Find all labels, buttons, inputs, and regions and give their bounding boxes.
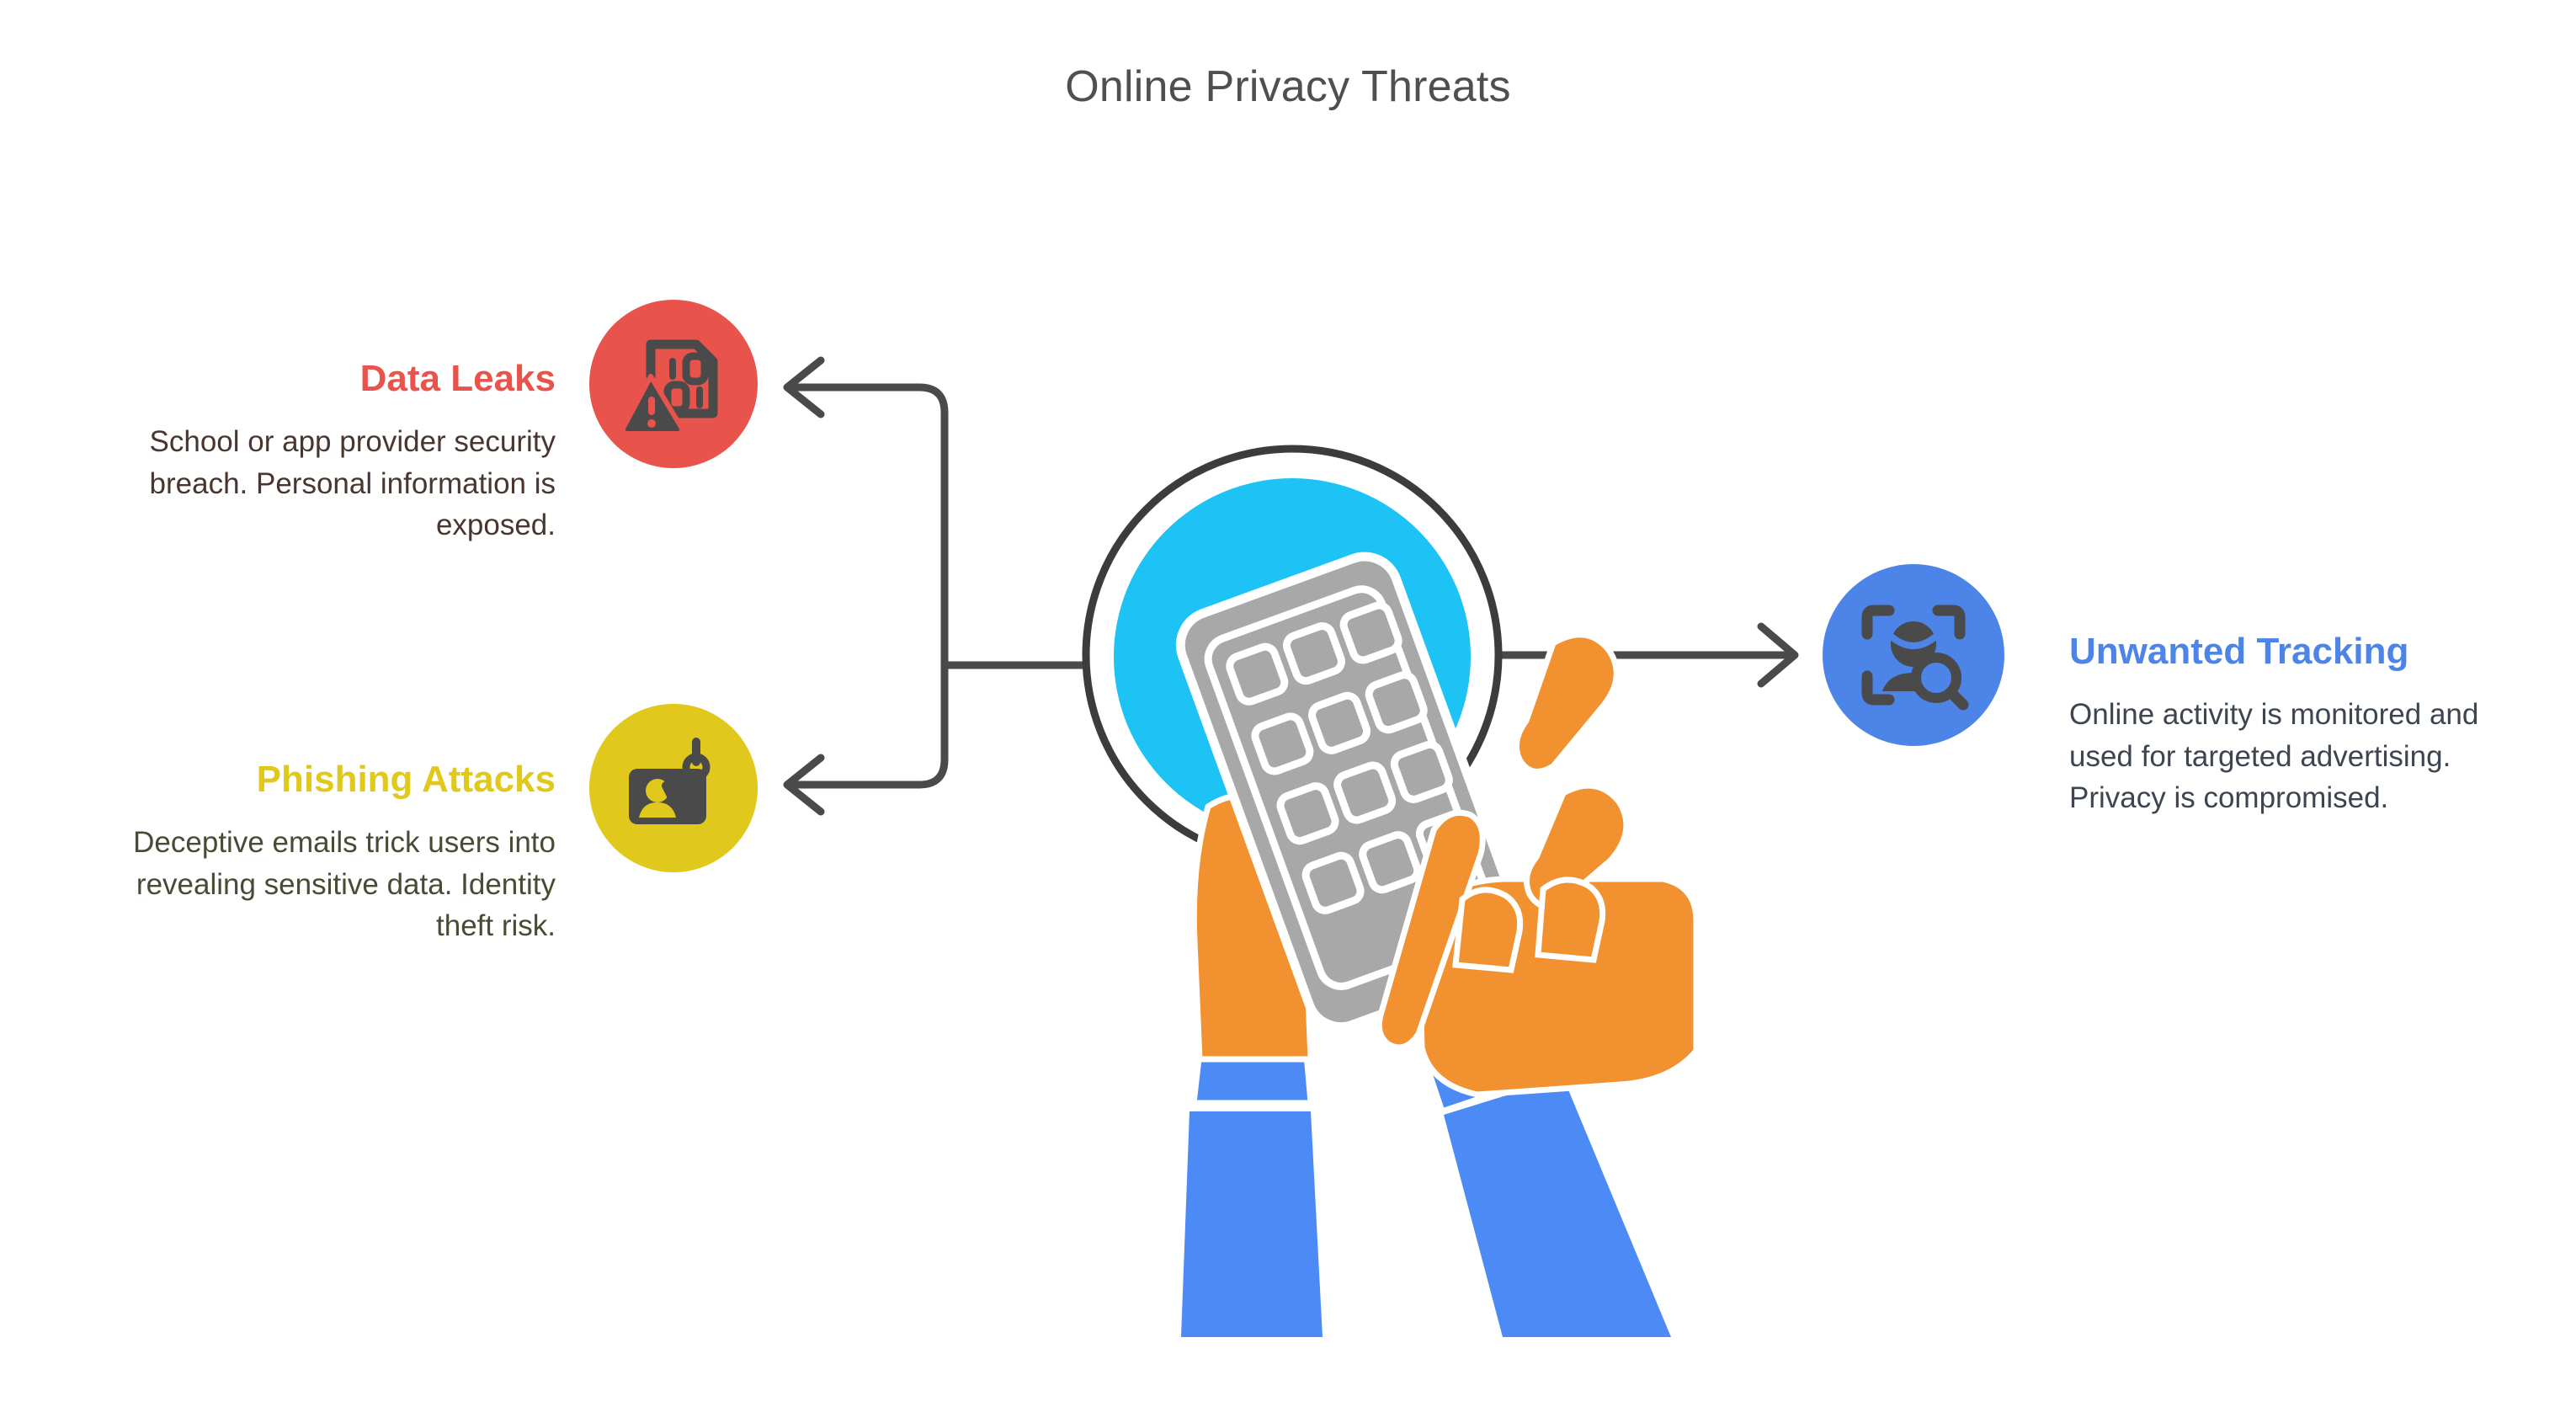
data-leaks-icon-badge[interactable] bbox=[589, 300, 758, 468]
arrowhead-phishing-icon bbox=[783, 754, 825, 816]
threat-body-tracking: Online activity is monitored and used fo… bbox=[2069, 697, 2479, 815]
arrowhead-tracking-icon bbox=[1757, 622, 1799, 688]
left-branch-connector bbox=[791, 383, 1088, 789]
page-title: Online Privacy Threats bbox=[1065, 62, 1511, 111]
magnifier-lens bbox=[1911, 653, 1961, 703]
middle-finger bbox=[1523, 782, 1630, 909]
fishing-hook-barb bbox=[662, 781, 675, 800]
magnifier-handle bbox=[1945, 687, 1969, 711]
id-card-person-body bbox=[639, 802, 676, 818]
face-scan-magnifier-icon bbox=[1861, 605, 1969, 711]
left-sleeve bbox=[1181, 1111, 1323, 1337]
scan-bracket-top-left bbox=[1861, 605, 1895, 640]
right-sleeve bbox=[1444, 1078, 1671, 1337]
ring-finger bbox=[1452, 887, 1524, 973]
scan-bracket-top-right bbox=[1932, 605, 1966, 640]
warning-exclamation-bar bbox=[648, 397, 655, 415]
binary-zero-top bbox=[682, 352, 709, 386]
arrowhead-data-leaks-icon bbox=[783, 356, 825, 418]
fishing-hook-curve bbox=[667, 773, 700, 813]
hands-holding-smartphone-illustration bbox=[1082, 445, 1700, 1337]
phishing-icon-badge[interactable] bbox=[589, 704, 758, 872]
threat-block-tracking: Unwanted Tracking Online activity is mon… bbox=[2069, 630, 2541, 819]
binary-one-top bbox=[669, 358, 676, 380]
phone-app-grid bbox=[1226, 601, 1478, 914]
thumb bbox=[1513, 631, 1620, 775]
warning-exclamation-dot bbox=[647, 419, 656, 428]
binary-one-bottom bbox=[696, 386, 703, 408]
threat-body-phishing: Deceptive emails trick users into reveal… bbox=[133, 825, 556, 943]
id-card-fishing-hook-icon bbox=[629, 738, 711, 824]
threat-heading-phishing: Phishing Attacks bbox=[256, 759, 556, 800]
threat-block-data-leaks: Data Leaks School or app provider securi… bbox=[101, 357, 556, 546]
scan-bracket-bottom-left bbox=[1861, 670, 1895, 706]
threat-block-phishing: Phishing Attacks Deceptive emails trick … bbox=[101, 758, 556, 947]
index-finger bbox=[1376, 809, 1486, 1051]
threat-body-data-leaks: School or app provider security breach. … bbox=[149, 424, 556, 542]
threat-heading-tracking: Unwanted Tracking bbox=[2069, 631, 2409, 672]
threat-heading-data-leaks: Data Leaks bbox=[359, 358, 556, 399]
document-outline bbox=[646, 339, 718, 418]
binary-zero-bottom bbox=[663, 381, 690, 414]
little-finger bbox=[1535, 877, 1606, 963]
document-binary-warning-icon bbox=[620, 339, 718, 436]
tracking-icon-badge[interactable] bbox=[1823, 564, 2004, 746]
person-head-highlight bbox=[1889, 634, 1938, 649]
illustration-figure bbox=[1175, 551, 1700, 1337]
